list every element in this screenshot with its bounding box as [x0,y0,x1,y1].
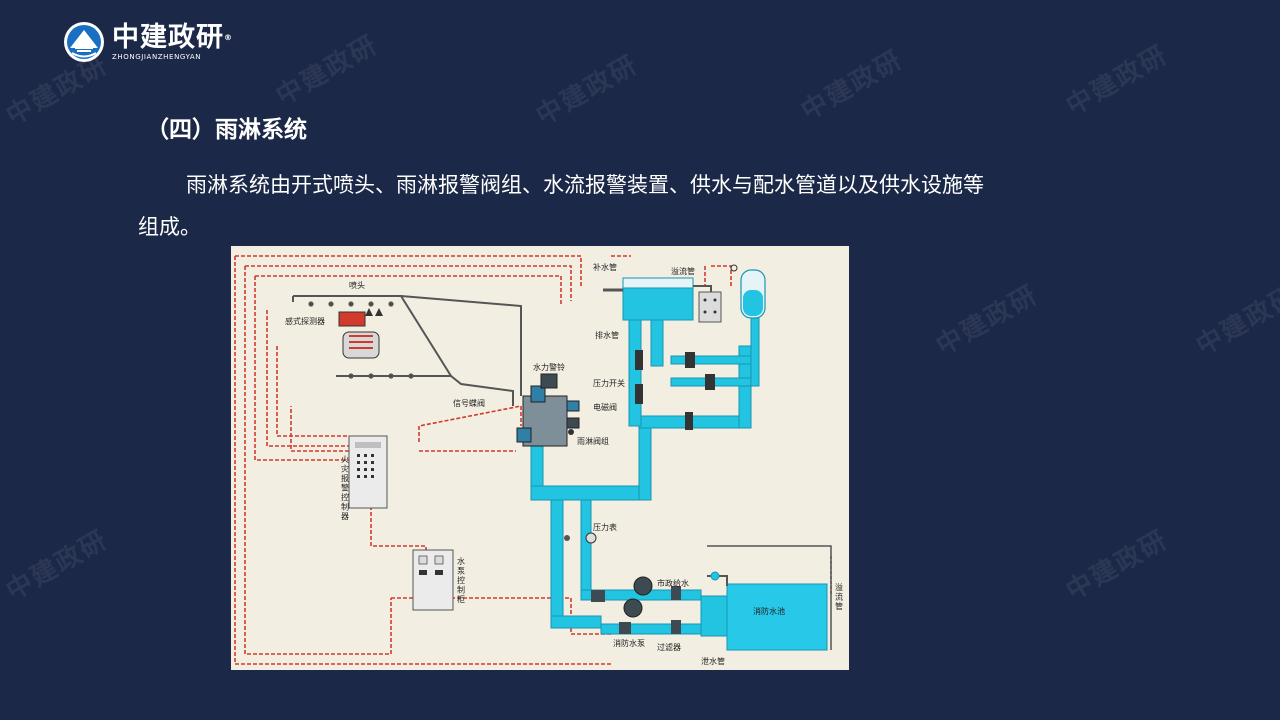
label-fire-pool: 消防水池 [753,606,785,616]
pressure-control-box [698,291,722,323]
pump-control-cabinet-icon [412,549,454,611]
label-pressure-switch: 压力开关 [593,378,625,388]
logo-emblem-icon [64,22,104,62]
label-overflow-pipe-pool: 溢流管 [835,582,843,611]
fire-alarm-controller-icon [348,435,388,509]
label-make-up-pipe: 补水管 [593,262,617,272]
label-pump-control-cabinet: 水泵控制柜 [457,556,465,604]
label-sprinkler: 喷头 [349,280,365,290]
label-filter: 过滤器 [657,642,681,652]
watermark: 中建政研 [796,44,909,127]
watermark: 中建政研 [1061,39,1174,122]
deluge-system-diagram: 喷头 感式探测器 水力警铃 压力开关 信号蝶阀 电磁阀 雨淋阀组 压力表 补水管… [231,246,849,670]
label-fire-pump: 消防水泵 [613,638,645,648]
label-water-bell: 水力警铃 [533,362,565,372]
watermark: 中建政研 [1,524,114,607]
deluge-valve-group-icon [516,373,580,447]
watermark: 中建政研 [271,29,384,112]
pressure-tank-icon [730,264,766,319]
watermark: 中建政研 [531,49,644,132]
label-fire-alarm-controller: 火灾报警控制器 [341,455,349,521]
watermark: 中建政研 [931,279,1044,362]
sprinkler-network [292,295,522,406]
fire-pump-icon [591,576,681,634]
registered-mark: ® [224,32,233,42]
label-signal-valve: 信号蝶阀 [453,398,485,408]
label-drain-pipe-top: 排水管 [595,330,619,340]
label-deluge-valve-group: 雨淋阀组 [577,436,609,446]
valve-icon [635,350,715,430]
watermark: 中建政研 [1061,524,1174,607]
label-detector: 感式探测器 [285,316,325,326]
fire-pool-icon [707,545,832,651]
pressure-gauge-icon [564,532,597,544]
brand-name-en: ZHONGJIANZHENGYAN [112,52,202,61]
detector-icon [338,308,383,359]
brand-name: 中建政研 [112,21,224,53]
header-tank [603,277,712,321]
label-municipal-supply: 市政给水 [657,578,689,588]
watermark: 中建政研 [1191,279,1280,362]
section-title: （四）雨淋系统 [146,117,307,143]
brand-logo: 中建政研® ZHONGJIANZHENGYAN [62,20,233,64]
label-drain-pipe-bottom: 泄水管 [701,656,725,666]
label-overflow-pipe-top: 溢流管 [671,266,695,276]
label-solenoid-valve: 电磁阀 [593,402,617,412]
label-pressure-gauge: 压力表 [593,522,617,532]
section-body: 雨淋系统由开式喷头、雨淋报警阀组、水流报警装置、供水与配水管道以及供水设施等组成… [138,173,984,239]
